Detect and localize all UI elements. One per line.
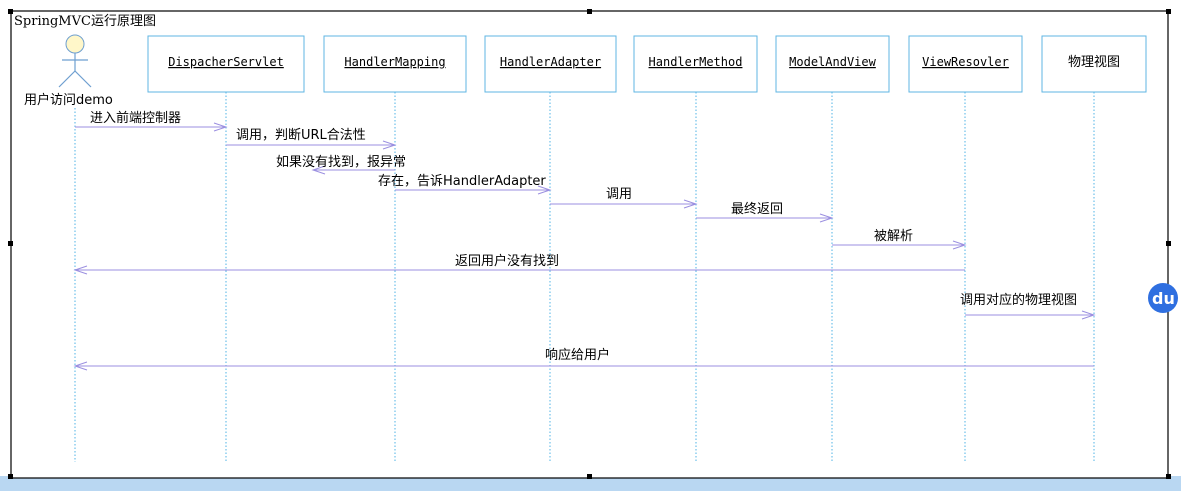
lane-label-resolver: ViewResovler xyxy=(922,55,1009,69)
message-label-9: 响应给用户 xyxy=(545,347,610,363)
handle-bottom-mid[interactable] xyxy=(587,474,592,479)
arrowhead xyxy=(73,361,88,371)
handle-top-right[interactable] xyxy=(1166,9,1171,14)
handle-bottom-left[interactable] xyxy=(8,474,13,479)
bottom-bar xyxy=(0,476,1181,491)
selection-handles[interactable] xyxy=(8,9,1171,479)
lane-box-dispatcher[interactable] xyxy=(147,35,305,93)
arrowhead xyxy=(311,165,326,175)
arrowhead xyxy=(1081,310,1096,320)
arrowhead xyxy=(382,140,397,150)
handle-mid-right[interactable] xyxy=(1166,241,1171,246)
handle-mid-left[interactable] xyxy=(8,241,13,246)
lane-label-method: HandlerMethod xyxy=(649,55,743,69)
lane-box-mav[interactable] xyxy=(775,35,890,93)
du-badge-icon[interactable] xyxy=(1148,283,1178,313)
arrowhead xyxy=(819,213,834,223)
message-label-4: 调用 xyxy=(606,187,632,202)
lane-box-mapping[interactable] xyxy=(323,35,467,93)
lane-box-view[interactable] xyxy=(1041,35,1147,93)
arrowhead xyxy=(213,122,228,132)
actor-leg-left xyxy=(58,70,76,88)
arrowhead xyxy=(683,199,698,209)
lane-box-adapter[interactable] xyxy=(484,35,617,93)
handle-top-mid[interactable] xyxy=(587,9,592,14)
actor-label: 用户访问demo xyxy=(24,92,113,108)
arrowhead xyxy=(952,240,967,250)
message-label-3: 存在，告诉HandlerAdapter xyxy=(378,174,546,189)
arrowhead xyxy=(73,265,88,275)
du-badge-text: du xyxy=(1152,289,1175,308)
du-badge[interactable]: du xyxy=(1148,283,1178,313)
message-label-5: 最终返回 xyxy=(731,201,783,217)
messages: 进入前端控制器调用，判断URL合法性如果没有找到，报异常存在，告诉Handler… xyxy=(73,110,1096,371)
arrowhead xyxy=(537,185,552,195)
lane-box-resolver[interactable] xyxy=(908,35,1023,93)
message-label-8: 调用对应的物理视图 xyxy=(960,292,1077,308)
lane-label-view: 物理视图 xyxy=(1068,55,1120,70)
message-label-6: 被解析 xyxy=(874,229,913,244)
lane-label-adapter: HandlerAdapter xyxy=(500,55,601,69)
handle-bottom-right[interactable] xyxy=(1166,474,1171,479)
actor-figure[interactable]: 用户访问demo xyxy=(24,34,113,108)
message-label-2: 如果没有找到，报异常 xyxy=(276,154,406,170)
lane-label-mapping: HandlerMapping xyxy=(344,55,445,69)
diagram-title: SpringMVC运行原理图 xyxy=(14,14,156,29)
lane-label-mav: ModelAndView xyxy=(789,55,876,69)
message-label-1: 调用，判断URL合法性 xyxy=(236,128,366,143)
message-label-0: 进入前端控制器 xyxy=(90,110,181,126)
lane-label-dispatcher: DispacherServlet xyxy=(168,55,284,69)
lanes: DispacherServlet HandlerMapping HandlerAda… xyxy=(74,35,1147,462)
actor-head xyxy=(65,34,85,54)
handle-top-left[interactable] xyxy=(8,9,13,14)
actor-leg-right xyxy=(74,70,92,88)
message-label-7: 返回用户没有找到 xyxy=(455,253,559,269)
lane-box-method[interactable] xyxy=(633,35,758,93)
